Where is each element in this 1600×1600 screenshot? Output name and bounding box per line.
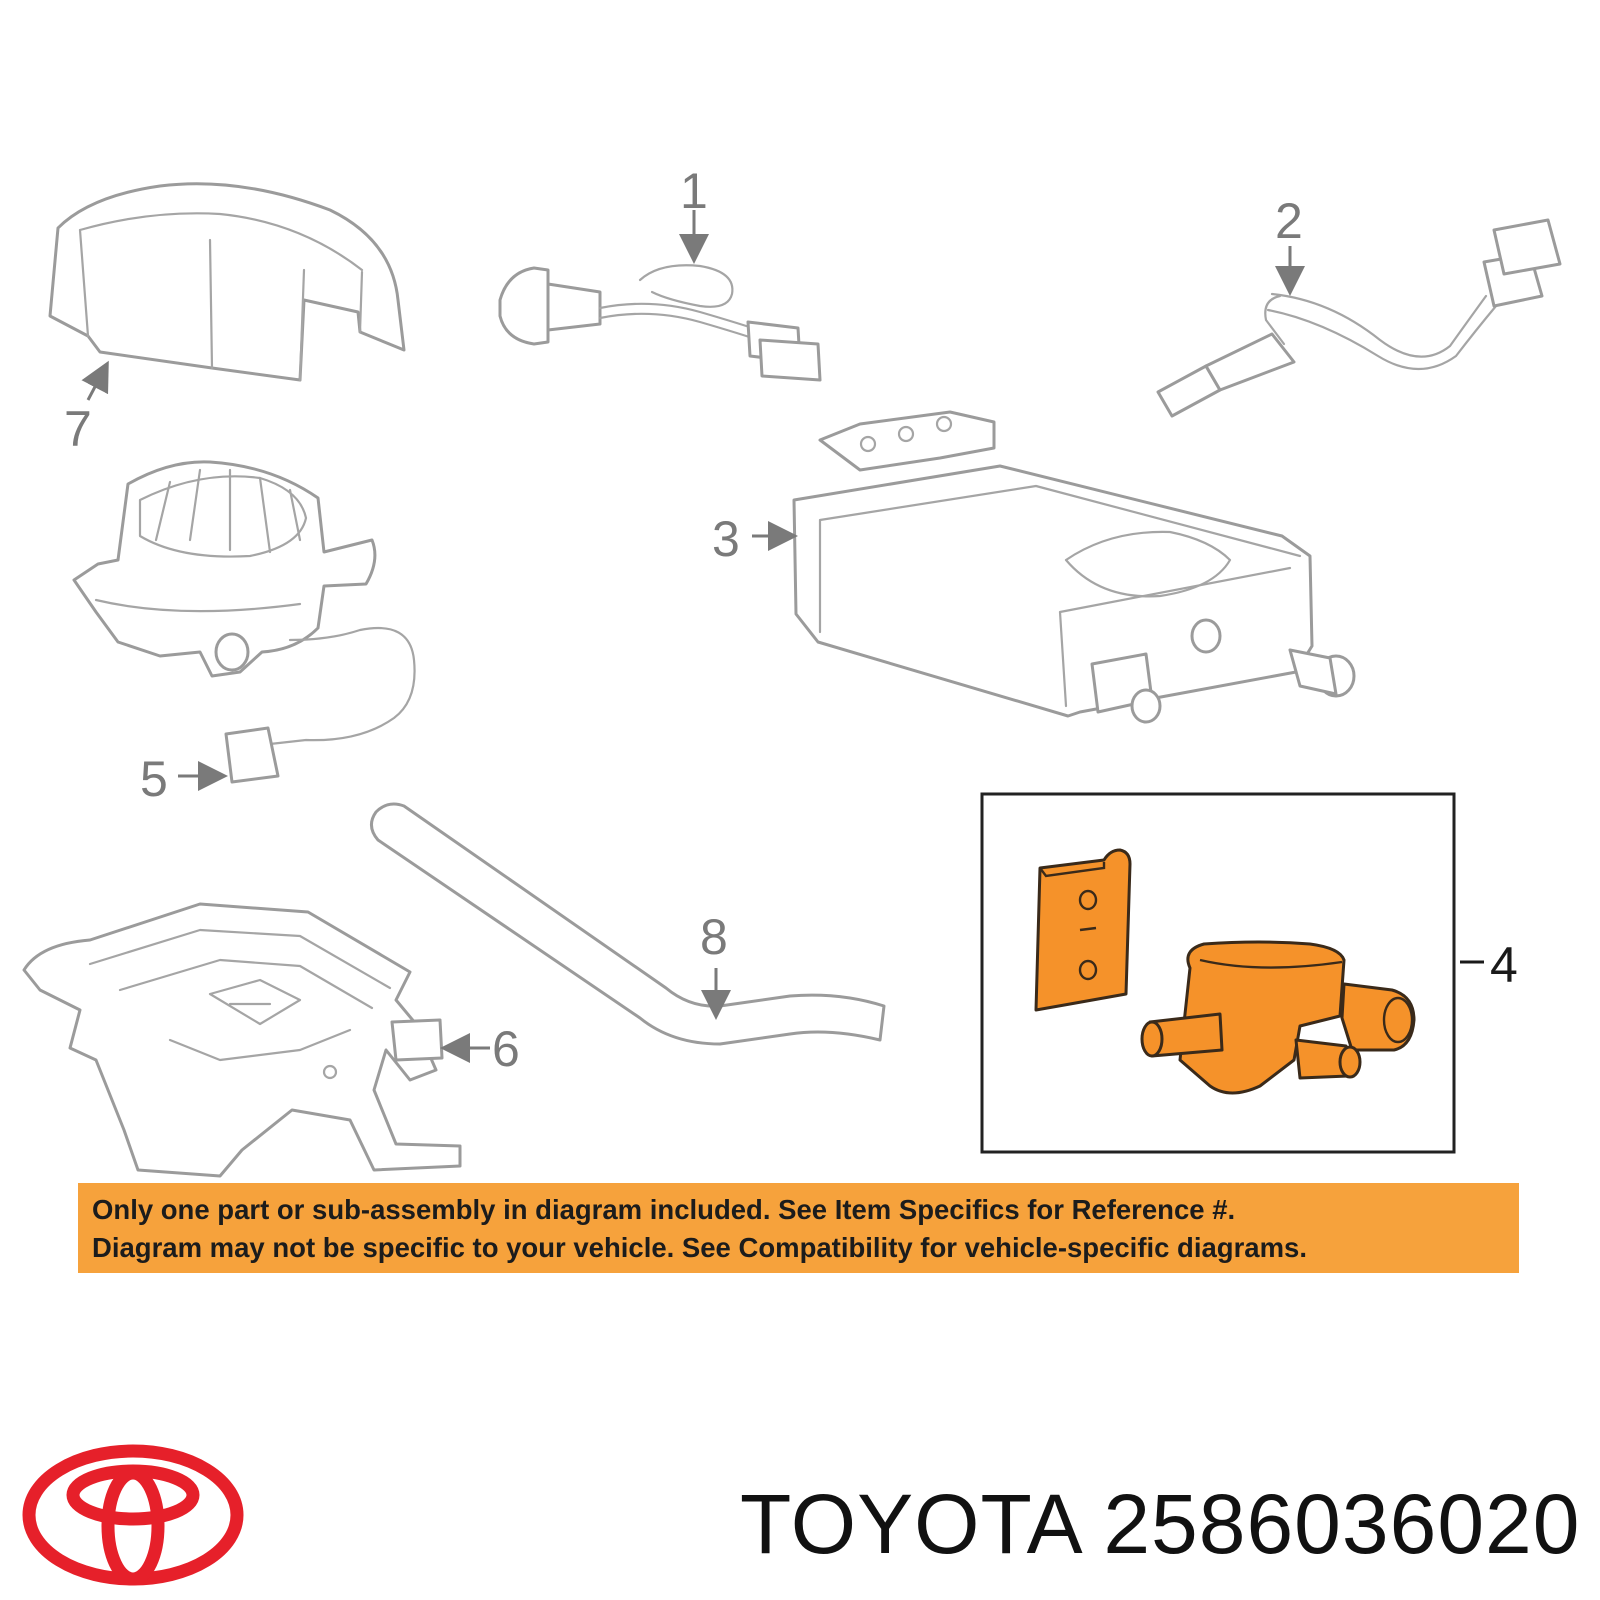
callout-5: 5 — [140, 751, 228, 807]
callout-2: 2 — [1275, 193, 1305, 296]
callout-1: 1 — [679, 163, 709, 264]
callout-5-label: 5 — [140, 751, 168, 807]
callout-3: 3 — [712, 511, 798, 567]
toyota-logo-icon — [22, 1444, 244, 1586]
callout-6-label: 6 — [492, 1021, 520, 1077]
part-7-engine-cover — [48, 182, 406, 382]
notice-line-1: Only one part or sub-assembly in diagram… — [92, 1194, 1236, 1225]
callout-7: 7 — [64, 360, 109, 457]
diagram-notice-banner: Only one part or sub-assembly in diagram… — [78, 1183, 1519, 1273]
callout-1-label: 1 — [680, 163, 708, 219]
part-4-vacuum-switching-valve — [1034, 848, 1416, 1095]
brand-and-part-number: TOYOTA 2586036020 — [740, 1476, 1580, 1573]
callout-7-label: 7 — [64, 401, 92, 457]
part-1-oxygen-sensor — [498, 264, 822, 382]
brand-name: TOYOTA — [740, 1477, 1079, 1571]
callout-2-label: 2 — [1275, 193, 1303, 249]
part-3-charcoal-canister — [792, 410, 1356, 724]
callout-6: 6 — [440, 1021, 520, 1077]
part-6-bracket — [22, 902, 462, 1178]
inset-frame — [980, 792, 1456, 1154]
callout-3-label: 3 — [712, 511, 740, 567]
callout-8-label: 8 — [700, 909, 728, 965]
part-4-inset — [980, 792, 1456, 1154]
callout-4: 4 — [1460, 937, 1518, 993]
part-5-pump-module — [72, 460, 416, 784]
callout-8: 8 — [700, 909, 731, 1020]
part-8-hose — [370, 802, 886, 1046]
callout-4-label: 4 — [1490, 937, 1518, 993]
brand-footer: TOYOTA 2586036020 — [0, 1430, 1600, 1600]
part-number: 2586036020 — [1103, 1477, 1581, 1571]
part-2-oxygen-sensor — [1156, 218, 1562, 418]
notice-line-2: Diagram may not be specific to your vehi… — [92, 1232, 1307, 1263]
